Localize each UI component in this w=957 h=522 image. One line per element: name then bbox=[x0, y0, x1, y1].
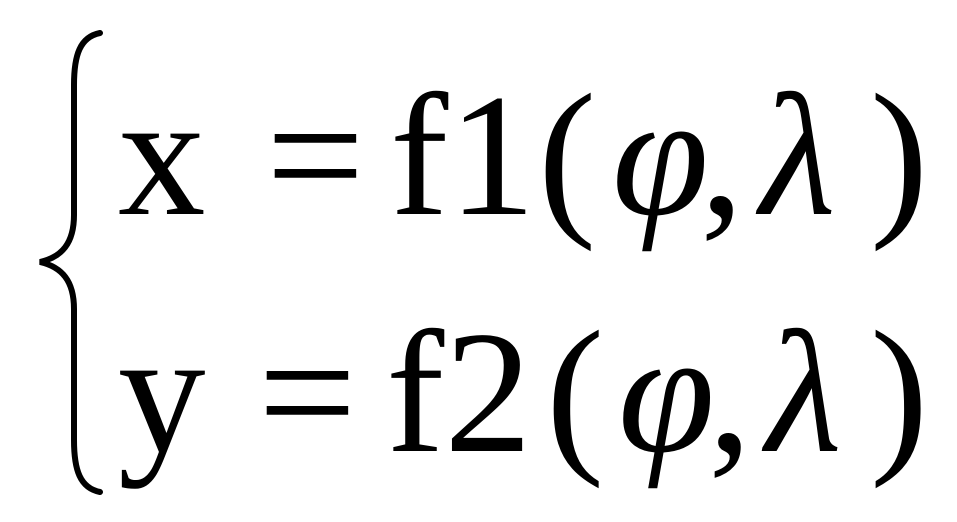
equals-sign: = bbox=[258, 295, 357, 489]
lambda-symbol: λ bbox=[760, 58, 836, 252]
function-f1: f1 bbox=[390, 58, 536, 252]
left-curly-brace bbox=[39, 30, 103, 495]
open-paren: ( bbox=[546, 295, 605, 489]
comma: , bbox=[700, 58, 744, 252]
lambda-symbol: λ bbox=[766, 295, 842, 489]
variable-x: x bbox=[118, 58, 206, 252]
equals-sign: = bbox=[266, 58, 365, 252]
phi-symbol: φ bbox=[618, 295, 715, 489]
phi-symbol: φ bbox=[612, 58, 709, 252]
open-paren: ( bbox=[538, 58, 597, 252]
variable-y: y bbox=[118, 295, 206, 489]
comma: , bbox=[708, 295, 752, 489]
close-paren: ) bbox=[870, 58, 929, 252]
close-paren: ) bbox=[870, 295, 929, 489]
function-f2: f2 bbox=[386, 295, 532, 489]
